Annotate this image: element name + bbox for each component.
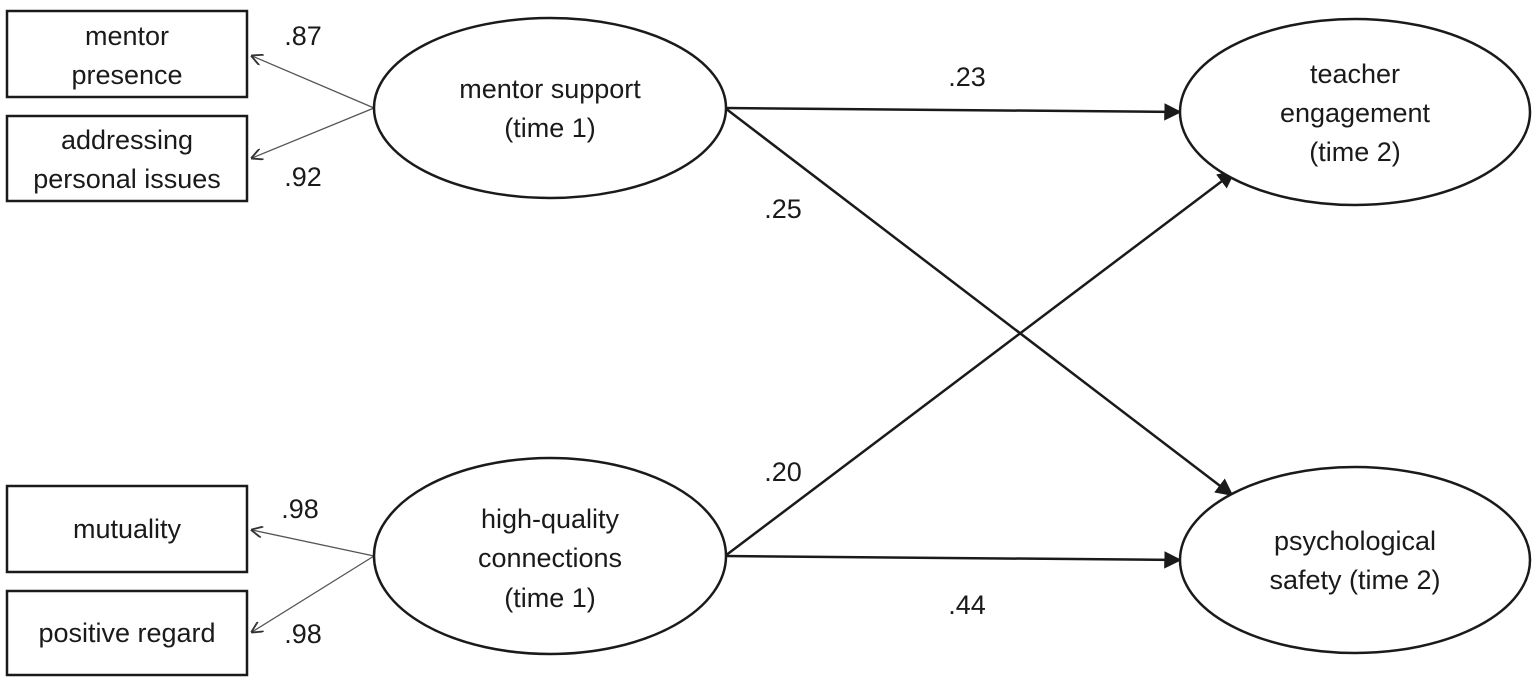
latent-high-quality-connections-line-1: high-quality <box>481 504 620 534</box>
path-arrow-connections-to-engagement <box>724 170 1236 557</box>
loading-arrow-positive-regard <box>252 555 375 632</box>
indicator-positive-regard-line-1: positive regard <box>38 618 215 648</box>
latent-high-quality-connections-line-2: connections <box>478 543 622 573</box>
indicator-mutuality: mutuality <box>5 484 249 574</box>
loading-value-mentor-presence: .87 <box>284 21 322 51</box>
latent-psychological-safety-line-2: safety (time 2) <box>1269 565 1440 595</box>
loading-value-positive-regard: .98 <box>284 619 322 649</box>
latent-mentor-support-line-2: (time 1) <box>504 113 596 143</box>
indicator-mentor-presence-line-1: mentor <box>85 21 169 51</box>
indicator-mentor-presence-line-2: presence <box>71 60 182 90</box>
latent-psychological-safety-line-1: psychological <box>1274 526 1436 556</box>
path-value-support-to-safety: .25 <box>764 194 802 224</box>
indicator-addressing-personal-issues-line-2: personal issues <box>33 164 221 194</box>
indicator-positive-regard: positive regard <box>5 589 249 677</box>
loading-arrow-addressing-personal-issues <box>252 107 375 158</box>
path-value-support-to-engagement: .23 <box>948 62 986 92</box>
path-arrow-connections-to-safety <box>724 551 1182 569</box>
latent-teacher-engagement-line-3: (time 2) <box>1309 137 1401 167</box>
loading-arrow-mentor-presence <box>252 56 375 109</box>
loading-value-mutuality: .98 <box>281 494 319 524</box>
latent-teacher-engagement-line-2: engagement <box>1280 98 1431 128</box>
latent-teacher-engagement: teacher engagement (time 2) <box>1178 17 1532 207</box>
latent-mentor-support-line-1: mentor support <box>459 74 641 104</box>
loading-arrow-mutuality <box>252 530 375 557</box>
indicator-mutuality-line-1: mutuality <box>73 514 182 544</box>
latent-psychological-safety: psychological safety (time 2) <box>1178 465 1532 655</box>
path-value-connections-to-safety: .44 <box>948 590 986 620</box>
path-arrow-support-to-safety <box>724 107 1234 497</box>
path-value-connections-to-engagement: .20 <box>764 457 802 487</box>
indicator-mentor-presence: mentor presence <box>5 9 249 99</box>
latent-mentor-support: mentor support (time 1) <box>372 16 728 200</box>
path-arrow-support-to-engagement <box>724 103 1182 121</box>
latent-high-quality-connections: high-quality connections (time 1) <box>372 456 728 656</box>
loading-value-addressing-personal-issues: .92 <box>284 162 322 192</box>
latent-teacher-engagement-line-1: teacher <box>1310 59 1400 89</box>
indicator-addressing-personal-issues: addressing personal issues <box>5 114 249 203</box>
indicator-addressing-personal-issues-line-1: addressing <box>61 125 193 155</box>
latent-high-quality-connections-line-3: (time 1) <box>504 583 596 613</box>
